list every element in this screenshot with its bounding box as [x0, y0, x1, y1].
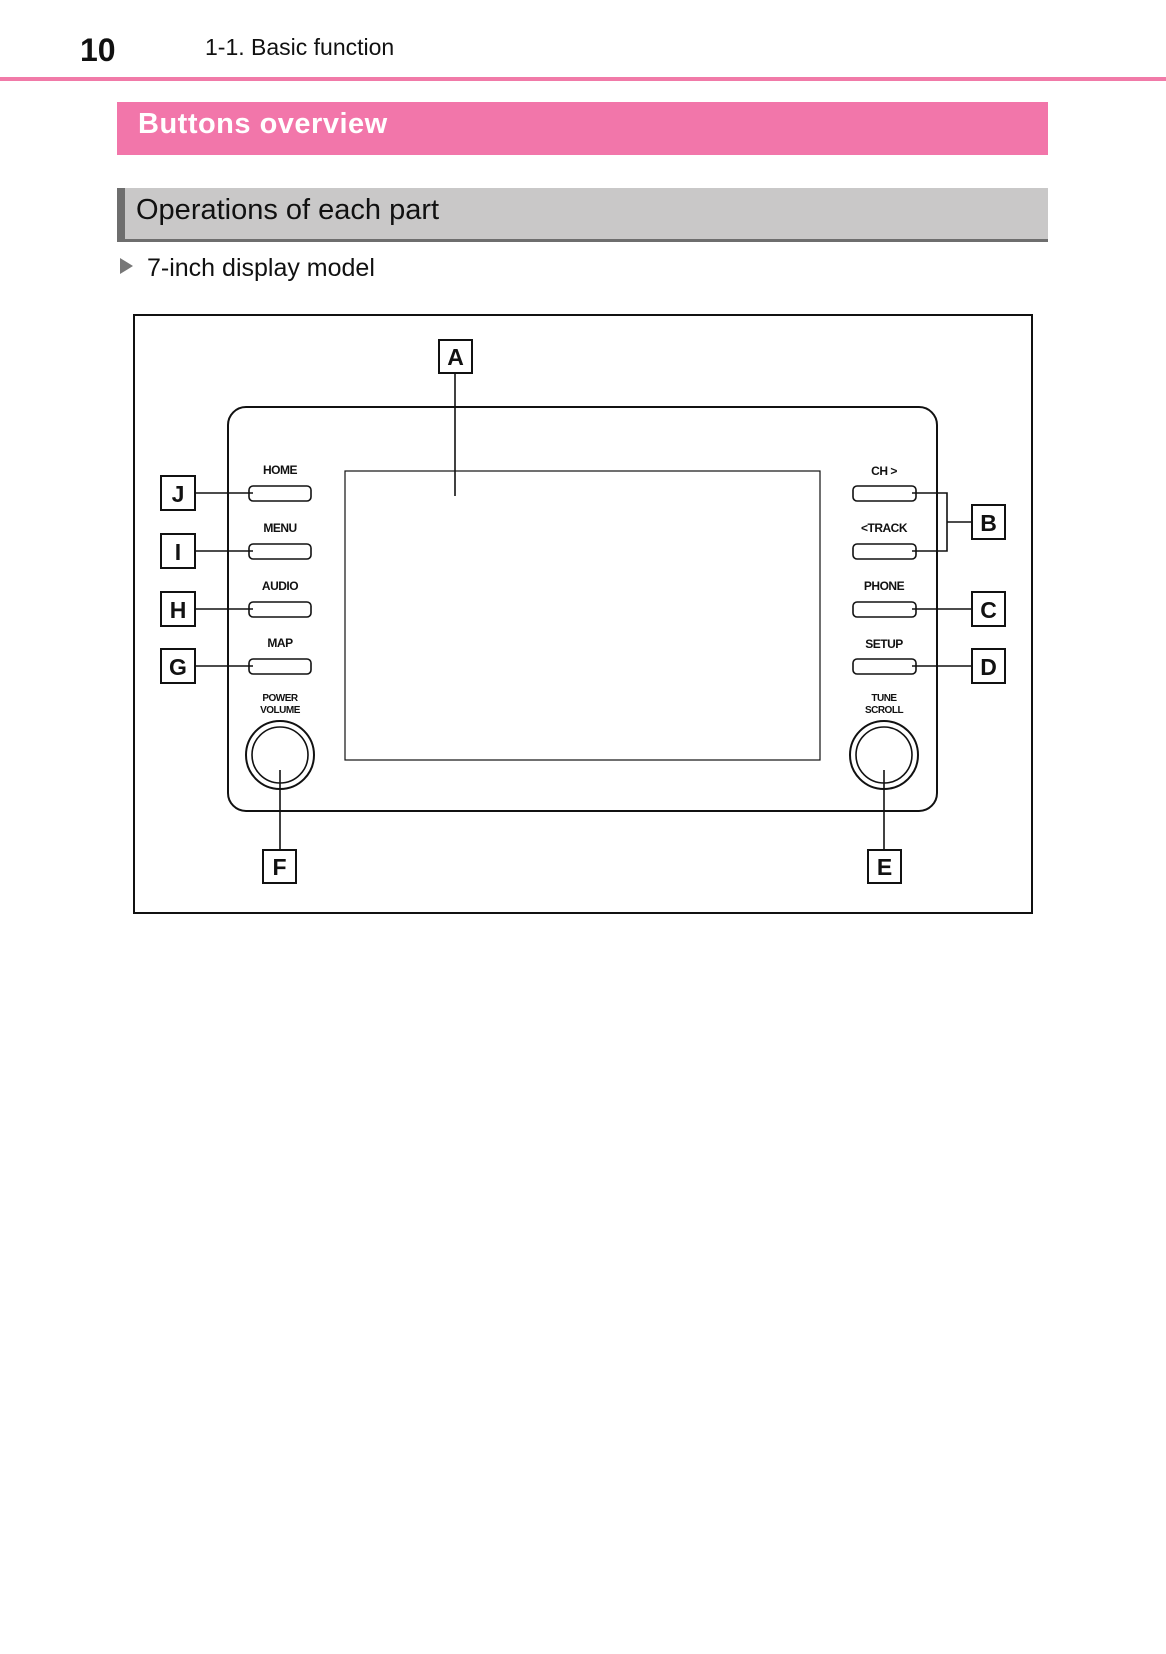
ch-button[interactable]: [852, 485, 917, 502]
section-banner: Buttons overview: [117, 102, 1048, 155]
subsection-banner: Operations of each part: [117, 188, 1048, 242]
section-title: Buttons overview: [138, 108, 388, 140]
map-button[interactable]: [248, 658, 312, 675]
tune-label: TUNE: [871, 693, 897, 704]
scroll-label: SCROLL: [865, 705, 904, 716]
bracket-b: [912, 492, 948, 552]
callout-i: I: [175, 539, 181, 565]
setup-button[interactable]: [852, 658, 917, 675]
audio-label: AUDIO: [262, 579, 298, 593]
menu-button[interactable]: [248, 543, 312, 560]
callout-j: J: [172, 481, 185, 507]
phone-button[interactable]: [852, 601, 917, 618]
menu-label: MENU: [263, 521, 296, 535]
subsection-title: Operations of each part: [136, 194, 440, 226]
callout-box-e: [867, 849, 902, 884]
map-label: MAP: [267, 636, 293, 650]
volume-label: VOLUME: [260, 705, 301, 716]
callout-b: B: [980, 510, 997, 536]
page-number: 10: [80, 32, 116, 68]
model-label: 7-inch display model: [120, 254, 375, 283]
header-divider: [0, 77, 1166, 81]
display-screen: [344, 470, 821, 761]
head-unit-panel: [227, 406, 938, 812]
track-label: <TRACK: [861, 521, 908, 535]
callout-h: H: [170, 597, 187, 623]
track-button[interactable]: [852, 543, 917, 560]
diagram-frame: [133, 314, 1033, 914]
power-label: POWER: [262, 693, 299, 704]
callout-c: C: [980, 597, 997, 623]
setup-label: SETUP: [865, 637, 903, 651]
callout-box-f: [262, 849, 297, 884]
left-buttons: HOME MENU AUDIO MAP: [248, 463, 312, 675]
callout-d: D: [980, 654, 997, 680]
callout-box-d: [971, 648, 1006, 684]
callout-box-b: [971, 504, 1006, 540]
ch-label: CH >: [871, 464, 897, 478]
phone-label: PHONE: [864, 579, 905, 593]
callout-box-c: [971, 591, 1006, 627]
triangle-bullet-icon: [120, 258, 133, 274]
chapter-heading: 1-1. Basic function: [205, 34, 395, 60]
buttons-diagram: A HOME MENU AUDIO MAP J I H G CH > <TRAC…: [133, 314, 1033, 914]
callout-g: G: [169, 654, 187, 680]
callout-a: A: [447, 344, 464, 370]
right-buttons: CH > <TRACK PHONE SETUP: [852, 464, 917, 675]
callout-f: F: [272, 854, 286, 880]
home-label: HOME: [263, 463, 297, 477]
callout-e: E: [877, 854, 892, 880]
audio-button[interactable]: [248, 601, 312, 618]
home-button[interactable]: [248, 485, 312, 502]
model-text: 7-inch display model: [147, 254, 375, 282]
